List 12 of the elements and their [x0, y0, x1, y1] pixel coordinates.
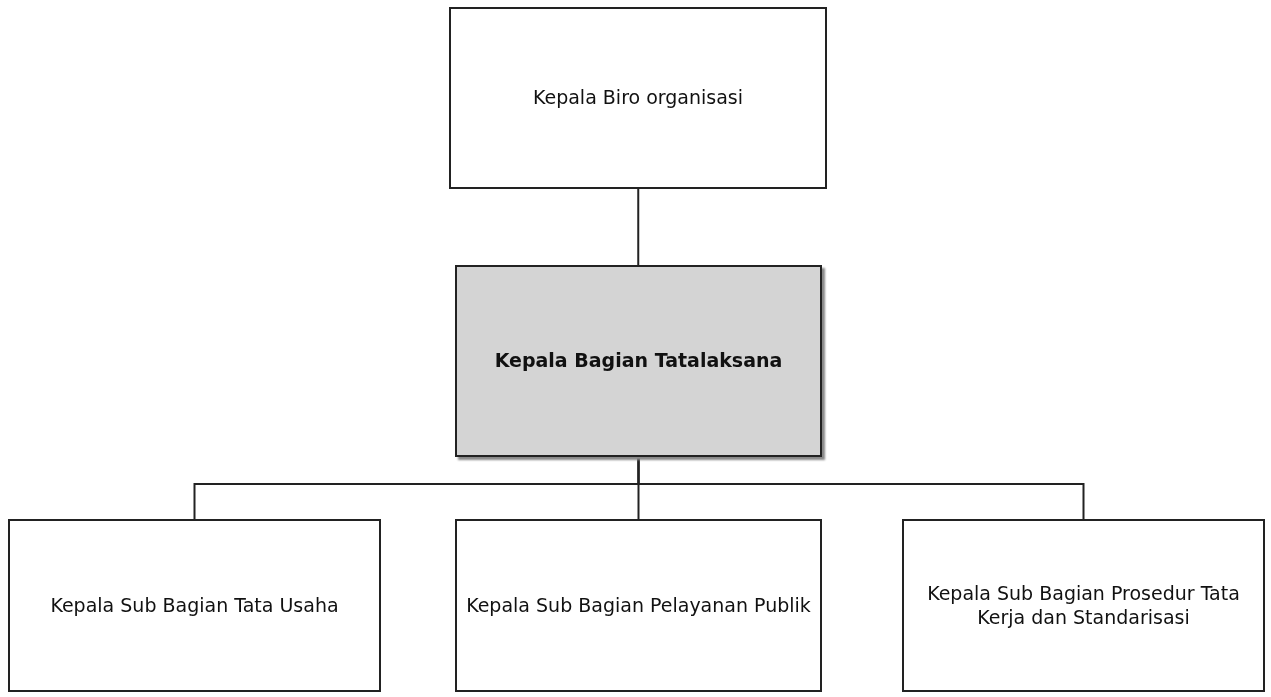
position-title: Kepala Sub Bagian Pelayanan Publik — [465, 593, 812, 618]
position-title: Kepala Sub Bagian Prosedur Tata Kerja dan Standarisasi — [926, 581, 1241, 630]
position-title: Kepala Sub Bagian Tata Usaha — [49, 593, 340, 618]
org-box — [455, 519, 822, 692]
position-title: Kepala Biro organisasi — [531, 86, 745, 110]
org-box — [455, 265, 822, 457]
org-box — [902, 519, 1265, 692]
connector-line — [637, 456, 1085, 520]
org-box — [449, 7, 827, 189]
connector-line — [637, 188, 640, 266]
position-title: Kepala Bagian Tatalaksana — [493, 349, 784, 373]
org-box — [8, 519, 381, 692]
